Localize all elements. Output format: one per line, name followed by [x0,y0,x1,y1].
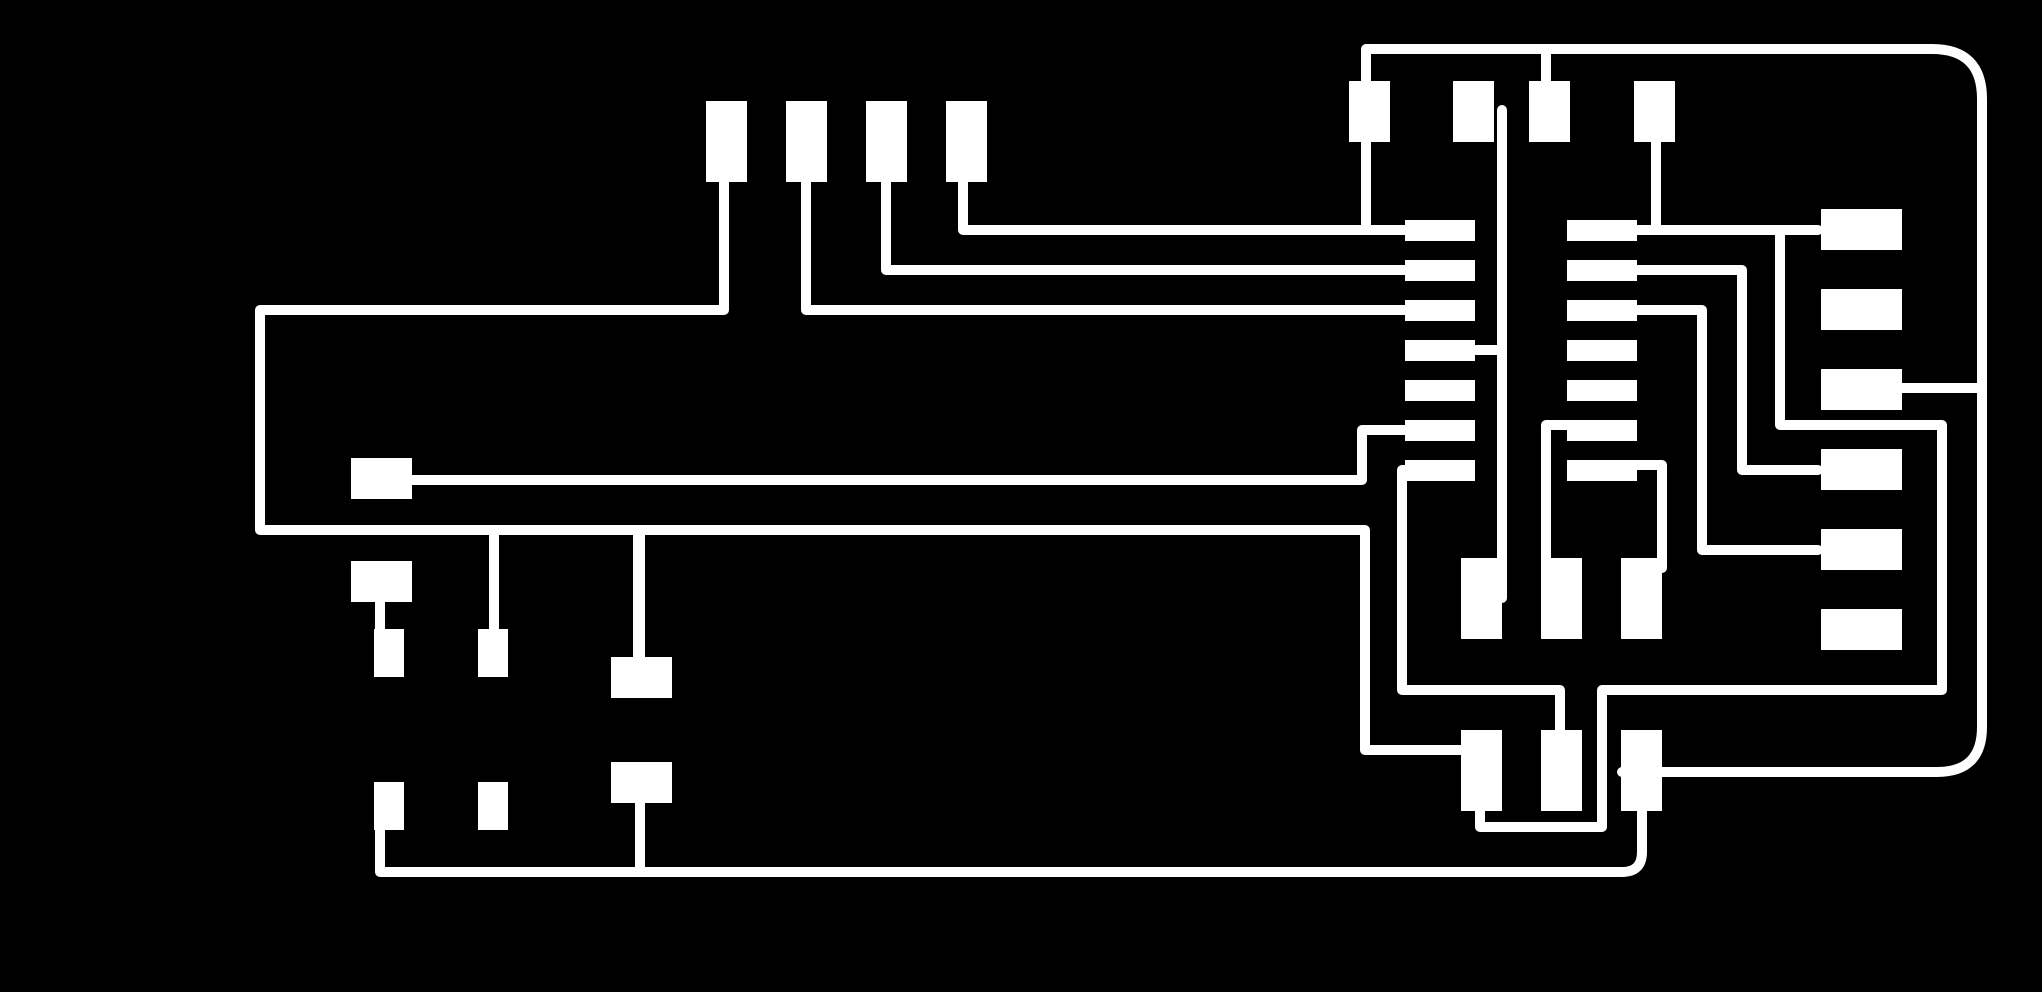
ic-top-pad-2 [1453,81,1494,142]
trace-ic-pin7 [1397,465,1565,745]
traces [255,44,1987,877]
trace-ic-right-pin3 [1631,305,1823,555]
ic-left-pad-3 [1405,300,1475,321]
ic-right-pad-6 [1567,420,1637,441]
ic-right-pad-3 [1567,300,1637,321]
connector-pad-6 [1821,609,1902,650]
ic-top-pad-4 [1634,81,1675,142]
switch-pad-4 [478,782,508,830]
trace-bottom-return [375,800,1647,877]
ic-left-pad-4 [1405,340,1475,361]
header-pad-2 [786,101,827,182]
ic-top-pad-3 [1529,81,1570,142]
ic-top-pad-1 [1349,81,1390,142]
ic-right-pad-5 [1567,380,1637,401]
capacitor-pad-2 [611,762,672,803]
pads [351,81,1902,830]
capacitor-pad-1 [611,657,672,698]
connector-pad-5 [1821,529,1902,570]
ic-right-pad-1 [1567,220,1637,241]
resonator-pad-1 [1461,558,1502,639]
regulator-pad-1 [1461,730,1502,811]
ic-left-pad-7 [1405,460,1475,481]
header-pad-4 [946,101,987,182]
switch-pad-3 [374,782,404,830]
trace-top-loop [1361,44,1987,393]
trace-header-pin2 [801,171,1410,315]
trace-left-pad [405,425,1410,485]
ic-right-pad-7 [1567,460,1637,481]
connector-pad-1 [1821,209,1902,250]
header-pad-1 [706,101,747,182]
switch-pad-1 [374,629,404,677]
trace-header-pin3 [881,171,1410,275]
trace-header-pin1 [255,171,1467,755]
trace-right-rail-down [1617,383,1987,777]
regulator-pad-3 [1621,730,1662,811]
ic-left-pad-5 [1405,380,1475,401]
ic-left-pad-6 [1405,420,1475,441]
resonator-pad-3 [1621,558,1662,639]
trace-header-pin4 [958,171,1410,235]
switch-pad-2 [478,629,508,677]
connector-pad-3 [1821,369,1902,410]
ic-left-pad-2 [1405,260,1475,281]
left-pad [351,458,412,499]
regulator-pad-2 [1541,730,1582,811]
ic-left-pad-1 [1405,220,1475,241]
resonator-pad-2 [1541,558,1582,639]
trace-ic-right-pin2 [1631,265,1823,475]
ic-right-pad-2 [1567,260,1637,281]
trace-ic-to-connector1 [1475,225,1947,832]
switch-pad-tab [351,561,412,602]
ic-right-pad-4 [1567,340,1637,361]
connector-pad-2 [1821,289,1902,330]
connector-pad-4 [1821,449,1902,490]
header-pad-3 [866,101,907,182]
